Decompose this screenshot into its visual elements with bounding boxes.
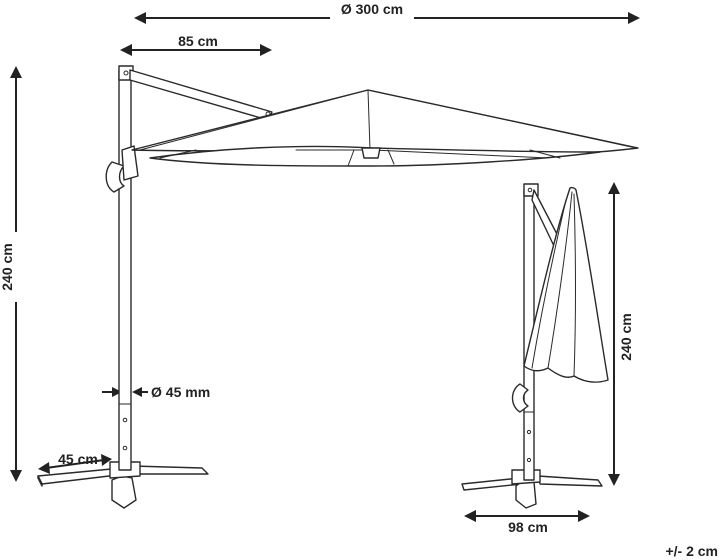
canopy-diameter-label: Ø 300 cm	[341, 1, 403, 17]
tolerance-note: +/- 2 cm	[665, 543, 718, 559]
right-height-label: 240 cm	[618, 313, 634, 360]
left-height-label: 240 cm	[0, 243, 15, 290]
arm-length-dimension: 85 cm	[120, 33, 272, 56]
base-half-label: 45 cm	[58, 451, 98, 467]
pole-diameter-dimension: Ø 45 mm	[102, 384, 210, 400]
crank-handle	[105, 145, 139, 193]
base-width-dimension: 98 cm	[464, 510, 590, 535]
closed-umbrella-canopy	[523, 186, 609, 383]
base-half-dimension: 45 cm	[38, 451, 112, 474]
closed-umbrella-drawing	[461, 183, 609, 509]
canopy-diameter-dimension: Ø 300 cm	[134, 1, 640, 24]
closed-umbrella-crank	[511, 383, 529, 413]
open-umbrella-arm	[129, 69, 273, 121]
left-height-dimension: 240 cm	[0, 66, 22, 482]
base-width-label: 98 cm	[508, 519, 548, 535]
right-height-dimension: 240 cm	[608, 182, 640, 486]
open-umbrella-pole	[118, 65, 134, 471]
pole-diameter-label: Ø 45 mm	[151, 384, 210, 400]
open-umbrella-canopy	[131, 89, 639, 167]
arm-length-label: 85 cm	[178, 33, 218, 49]
open-umbrella-drawing	[37, 65, 639, 509]
